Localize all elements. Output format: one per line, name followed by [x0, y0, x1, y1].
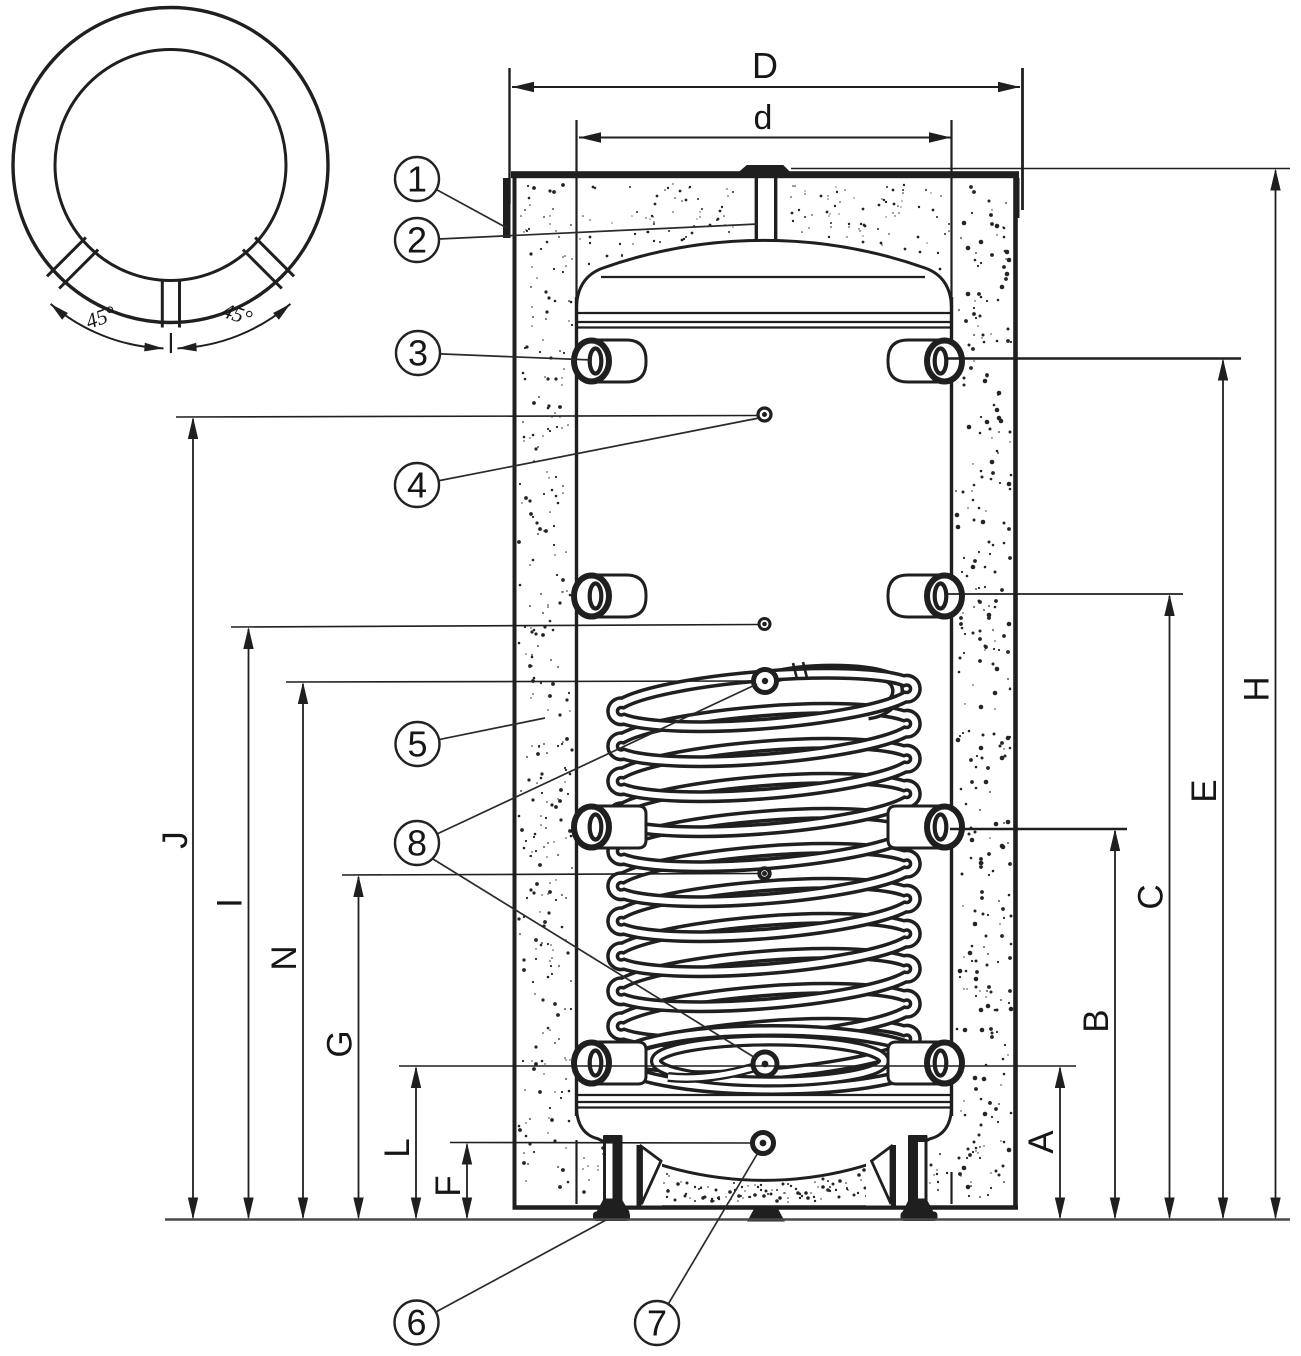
svg-text:8: 8 [407, 823, 427, 864]
svg-text:2: 2 [407, 220, 427, 261]
svg-text:E: E [1185, 779, 1224, 802]
svg-text:G: G [321, 1030, 360, 1057]
svg-text:N: N [265, 945, 304, 970]
svg-text:6: 6 [406, 1302, 426, 1343]
svg-text:H: H [1238, 676, 1277, 701]
svg-text:B: B [1077, 1009, 1116, 1032]
svg-text:3: 3 [408, 333, 428, 374]
svg-text:7: 7 [647, 1303, 667, 1344]
svg-text:A: A [1022, 1130, 1061, 1154]
svg-text:1: 1 [407, 159, 427, 200]
svg-text:L: L [378, 1138, 417, 1157]
svg-text:F: F [429, 1175, 468, 1196]
svg-text:4: 4 [407, 465, 427, 506]
svg-text:J: J [156, 831, 195, 849]
svg-text:5: 5 [407, 724, 427, 765]
svg-text:d: d [754, 99, 773, 137]
svg-text:I: I [211, 898, 250, 908]
svg-text:D: D [752, 45, 778, 86]
svg-text:C: C [1132, 884, 1171, 909]
